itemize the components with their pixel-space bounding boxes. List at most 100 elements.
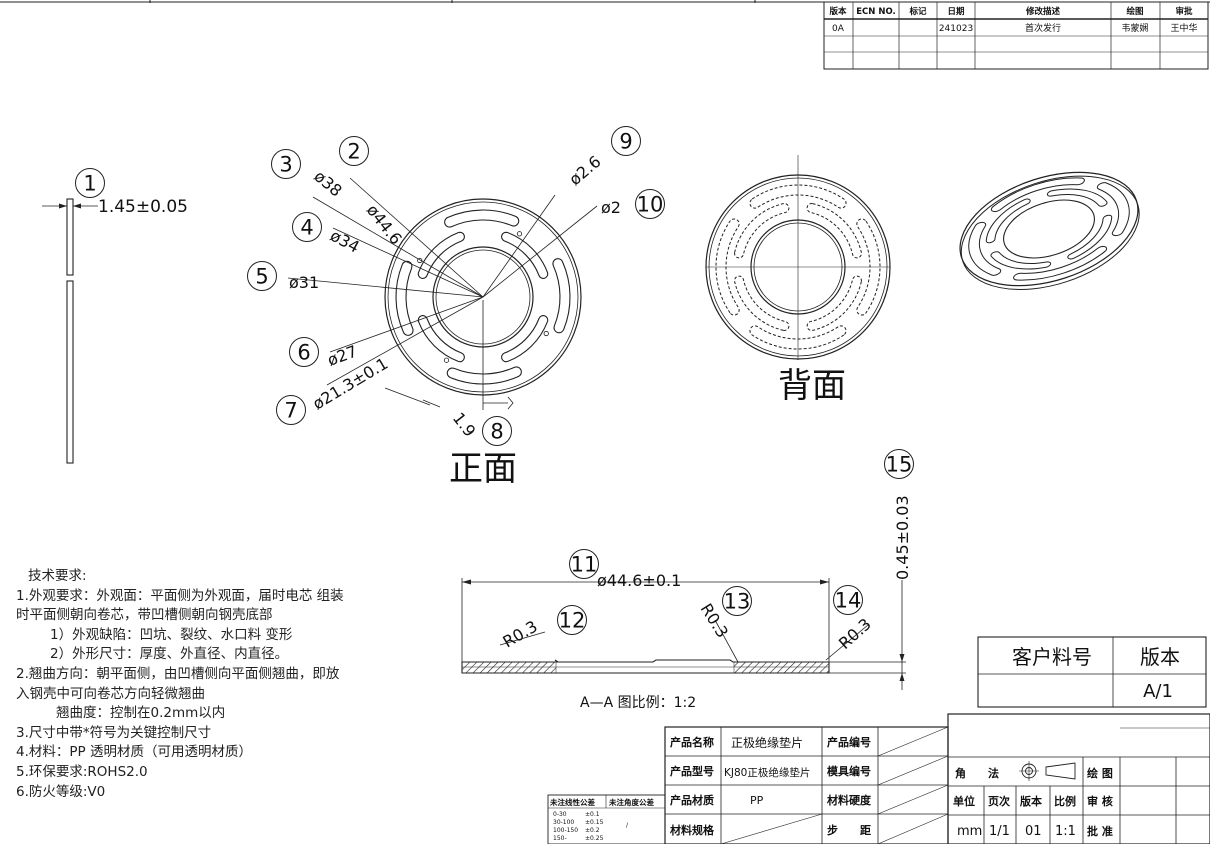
- iso-inner-hole: [1003, 199, 1095, 259]
- callout-balloon: [276, 395, 306, 425]
- callout-number: 7: [284, 399, 297, 423]
- tech-line: 6.防火等级:V0: [16, 783, 106, 800]
- callout-number: 13: [724, 590, 751, 614]
- iso-inner-slot: [1067, 214, 1113, 260]
- tb-unit: mm: [957, 824, 982, 839]
- tb-review-label: 审 核: [1087, 794, 1113, 808]
- section-r1: R0.3: [500, 617, 541, 652]
- revision-table: 版本 ECN NO. 标记 日期 修改描述 绘图 审批 0A 241023 首次…: [823, 1, 1209, 70]
- tol-header-linear: 未注线性公差: [550, 797, 595, 807]
- callout-number: 4: [300, 216, 313, 240]
- callout-balloon: [611, 126, 641, 156]
- back-outer-slot-hidden: [715, 218, 740, 316]
- dim-leader-line: [482, 194, 556, 298]
- dim-leader-line: [326, 296, 484, 386]
- front-outer-slot: [395, 260, 414, 336]
- front-dimple: [516, 231, 523, 237]
- callout-balloon: [339, 136, 369, 166]
- customer-box: [977, 636, 1207, 708]
- front-view-label: 正面: [449, 449, 517, 489]
- dim-d44-6: ø44.6: [363, 201, 406, 248]
- back-outer-slot-hidden: [749, 325, 847, 350]
- back-inner-slot-hidden: [734, 203, 790, 259]
- tb-material-spec-label: 材料规格: [670, 823, 715, 837]
- dim-leader-line: [329, 296, 484, 353]
- tol-angle-mark: /: [626, 822, 629, 829]
- section-arrow: [507, 396, 514, 410]
- iso-body: [959, 171, 1140, 290]
- customer-part-no-label: 客户料号: [1012, 645, 1092, 669]
- callout-balloon: [247, 261, 277, 291]
- dim-leader-line: [482, 205, 598, 298]
- iso-outer-slot: [968, 221, 1002, 276]
- tol-range: 100-150: [553, 827, 578, 834]
- tb-angle-label: 角 法: [955, 766, 999, 780]
- front-inner-slot: [501, 231, 549, 279]
- rev-header-mark: 标记: [908, 6, 927, 17]
- front-dimple: [417, 257, 423, 264]
- iso-inner-slot: [990, 251, 1052, 270]
- tech-line: 3.尺寸中带*符号为关键控制尺寸: [16, 724, 212, 741]
- dim-d27: ø27: [325, 342, 360, 370]
- callout-balloon: [271, 149, 301, 179]
- tol-range: 0-30: [553, 811, 567, 818]
- callout-number: 5: [255, 265, 268, 289]
- front-outer-slot: [444, 209, 520, 228]
- dim-d34: ø34: [327, 226, 363, 257]
- tech-line: 翘曲度：控制在0.2mm以内: [56, 705, 226, 722]
- callout-balloon: [569, 549, 599, 579]
- dim-d38: ø38: [310, 167, 345, 201]
- tb-product-name-label: 产品名称: [670, 735, 714, 749]
- iso-outer-slot: [1013, 245, 1108, 281]
- rev-row-description: 首次发行: [1025, 22, 1061, 34]
- rev-header-description: 修改描述: [1025, 6, 1061, 17]
- front-dimple: [543, 330, 549, 337]
- rev-row-version: 0A: [832, 24, 845, 34]
- callout-balloon: [292, 212, 322, 242]
- rev-header-date: 日期: [947, 6, 965, 17]
- tech-line: 2）外形尺寸：厚度、外直径、内直径。: [50, 646, 289, 663]
- tb-scale: 1:1: [1055, 824, 1076, 839]
- callout-number: 6: [297, 341, 310, 365]
- tech-line: 4.材料：PP 透明材质（可用透明材质）: [16, 744, 252, 761]
- tb-material-hardness-label: 材料硬度: [827, 793, 872, 807]
- r-leader-2: [714, 619, 739, 663]
- front-view-leaders: [287, 177, 598, 410]
- dim-leader-line: [312, 196, 484, 298]
- iso-inner-slot: [1046, 188, 1108, 207]
- callout-balloon: [884, 449, 914, 479]
- dim-leader-line: [332, 227, 484, 298]
- customer-version-value: A/1: [1143, 681, 1173, 702]
- iso-outer-edge: [959, 171, 1139, 287]
- tb-product-no-label: 产品编号: [827, 735, 871, 749]
- callout-balloon: [289, 337, 319, 367]
- isometric-view: [959, 171, 1140, 290]
- tech-line: 5.环保要求:ROHS2.0: [16, 763, 148, 780]
- callout-balloon: [833, 585, 863, 615]
- iso-outer-slot: [1096, 182, 1130, 237]
- callout-number: 15: [886, 453, 913, 477]
- customer-version-label: 版本: [1140, 645, 1180, 669]
- back-inner-slot-hidden: [806, 203, 862, 259]
- back-view: [705, 155, 891, 360]
- tb-version-label: 版本: [1020, 794, 1042, 808]
- dim-d2-6: ø2.6: [565, 152, 604, 189]
- side-view: [42, 198, 98, 464]
- thickness-dim: 1.45±0.05: [98, 197, 188, 217]
- tb-page-label: 页次: [988, 794, 1010, 808]
- dim-leader-line: [422, 399, 441, 408]
- tol-range: 150-: [553, 835, 567, 842]
- front-outer-slot: [552, 258, 571, 334]
- callout-balloon: [635, 189, 665, 219]
- dim-leader-line: [287, 277, 484, 298]
- callout-number: 3: [279, 153, 292, 177]
- tb-unit-label: 单位: [953, 794, 975, 808]
- iso-inner-slot: [985, 198, 1031, 244]
- section-hatch-left: [461, 661, 557, 674]
- section-view-label: A—A 图比例：1:2: [580, 695, 696, 711]
- callout-number: 10: [637, 193, 664, 217]
- tol-value: ±0.25: [585, 835, 604, 842]
- front-inner-slot: [417, 315, 465, 363]
- back-inner-slot-hidden: [734, 275, 790, 331]
- section-od-dim: ø44.6±0.1: [597, 571, 681, 590]
